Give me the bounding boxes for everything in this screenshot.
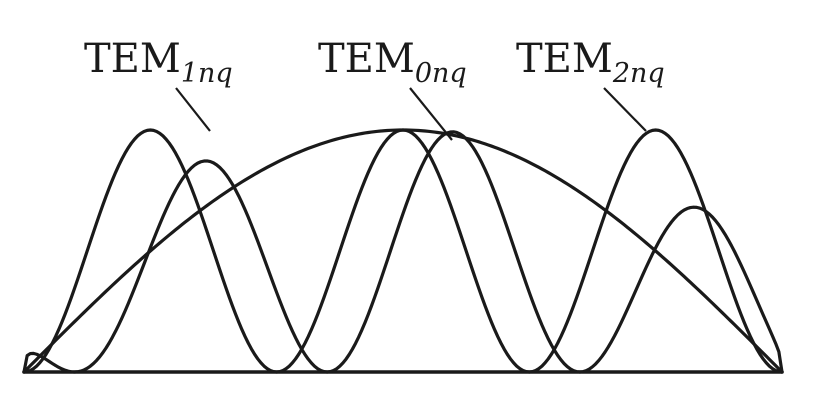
tem0-mode-curve	[22, 128, 784, 374]
tem2-label: TEM2nq	[516, 36, 665, 89]
tem1-leader-line	[175, 87, 211, 132]
tem0-label: TEM0nq	[318, 36, 467, 89]
tem2-label-base: TEM	[516, 36, 613, 82]
tem1-label-base: TEM	[84, 36, 181, 82]
tem1-label: TEM1nq	[84, 36, 233, 89]
tem0-label-subscript: 0nq	[415, 58, 467, 89]
tem1-mode-curve	[22, 128, 784, 374]
tem2-leader-line	[603, 87, 647, 132]
tem2-label-subscript: 2nq	[612, 58, 665, 89]
tem0-label-base: TEM	[318, 36, 415, 82]
tem2-mode-curve	[22, 130, 784, 374]
tem0-leader-line	[409, 87, 453, 141]
tem1-label-subscript: 1nq	[181, 58, 233, 89]
